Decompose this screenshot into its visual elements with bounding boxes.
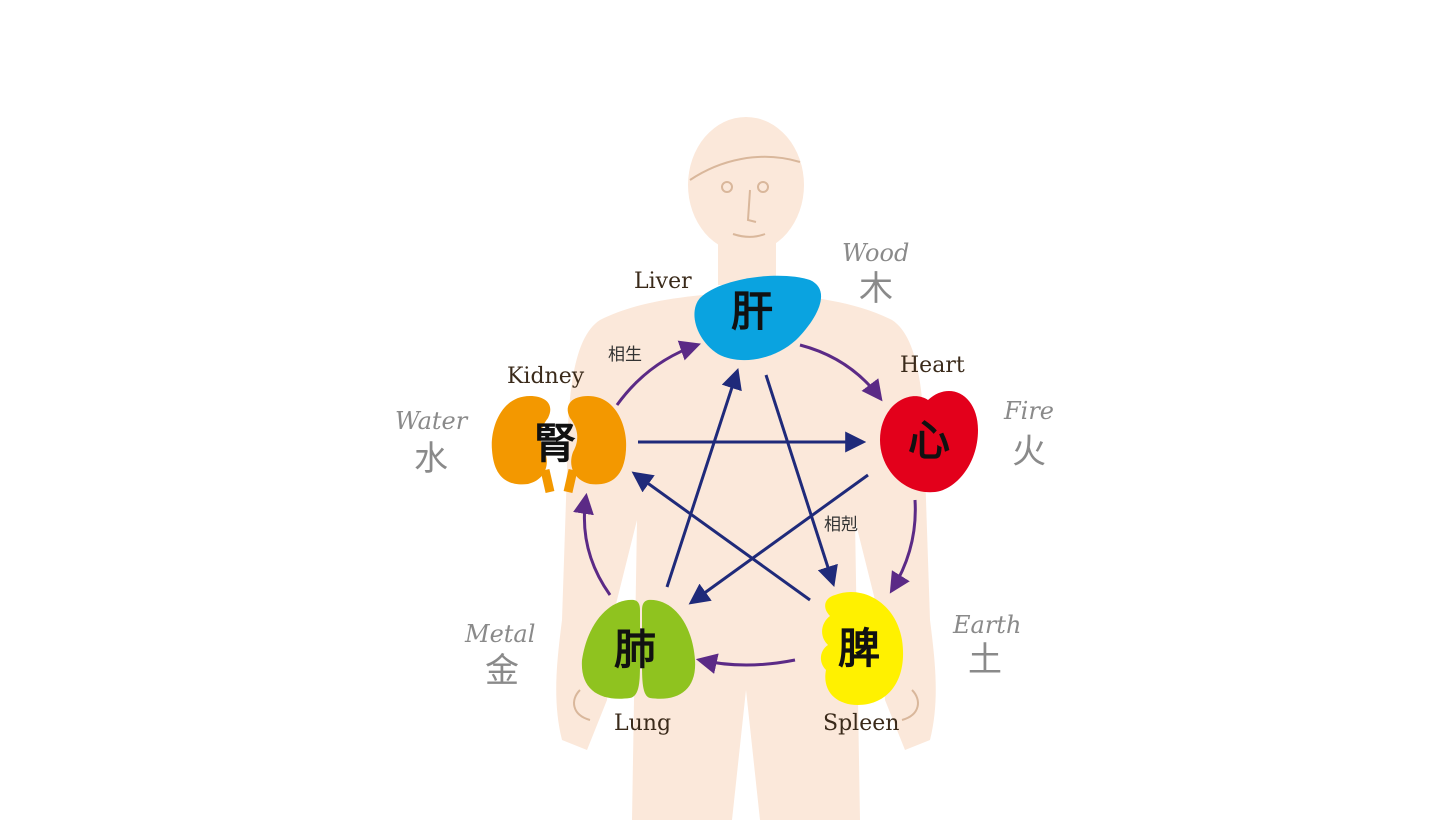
wood-kanji: 木 [859, 269, 893, 309]
kidney-right [567, 396, 627, 485]
arrow-lung-to-liver [665, 368, 742, 588]
lung-right-lobe [642, 599, 696, 699]
head [688, 117, 804, 253]
mouth [732, 233, 766, 238]
organ-lung: 肺 Lung [581, 599, 696, 736]
element-fire: Fire 火 [1003, 397, 1054, 472]
kidney-left-ureter [540, 469, 555, 493]
right-eye [757, 181, 769, 193]
spleen-label: Spleen [823, 711, 899, 736]
generating-cycle-arrows [573, 340, 917, 674]
left-eye [721, 181, 733, 193]
element-water: Water 水 [395, 407, 469, 479]
arrow-liver-to-spleen [764, 374, 838, 587]
heart-kanji: 心 [908, 416, 950, 465]
element-wood: Wood 木 [842, 239, 909, 309]
right-hand-line [901, 689, 919, 721]
organ-heart: 心 Heart [880, 353, 978, 493]
organ-liver: 肝 Liver [634, 269, 822, 361]
arrow-spleen-to-kidney [631, 471, 811, 602]
organ-spleen: 脾 Spleen [820, 592, 904, 736]
fire-english: Fire [1003, 397, 1054, 425]
arrow-lung-to-kidney [573, 492, 612, 596]
generating-cycle-label: 相生 [608, 345, 642, 365]
left-hand-line [573, 689, 591, 721]
arrow-heart-to-lung [688, 473, 869, 605]
spleen-kanji: 脾 [838, 624, 880, 673]
liver-kanji: 肝 [731, 287, 773, 336]
kidney-label: Kidney [507, 364, 585, 389]
water-english: Water [395, 407, 469, 435]
liver-label: Liver [634, 269, 692, 294]
arrow-kidney-to-liver [615, 340, 701, 406]
lung-left-lobe [581, 599, 640, 699]
organ-kidney: 腎 Kidney [491, 364, 627, 493]
heart-shape [880, 391, 978, 493]
kidney-kanji: 腎 [534, 419, 576, 468]
element-earth: Earth 土 [952, 611, 1021, 680]
nose [746, 189, 757, 223]
metal-english: Metal [464, 620, 535, 648]
metal-kanji: 金 [485, 651, 519, 691]
earth-kanji: 土 [968, 640, 1002, 680]
face-hairline [689, 155, 801, 181]
heart-label: Heart [900, 353, 965, 378]
fire-kanji: 火 [1012, 432, 1046, 472]
arrow-heart-to-spleen [889, 499, 917, 594]
arrow-spleen-to-lung [695, 653, 796, 674]
lung-label: Lung [614, 711, 671, 736]
controlling-cycle-label: 相剋 [824, 515, 858, 535]
kidney-right-ureter [563, 469, 578, 493]
lung-kanji: 肺 [614, 625, 656, 674]
wood-english: Wood [842, 239, 909, 267]
torso [556, 292, 936, 820]
arrow-liver-to-heart [799, 343, 883, 402]
spleen-shape [820, 592, 904, 705]
kidney-left [491, 396, 551, 485]
water-kanji: 水 [414, 439, 448, 479]
element-metal: Metal 金 [464, 620, 535, 691]
controlling-cycle-arrows [631, 368, 869, 605]
liver-shape [694, 275, 822, 361]
earth-english: Earth [952, 611, 1021, 639]
